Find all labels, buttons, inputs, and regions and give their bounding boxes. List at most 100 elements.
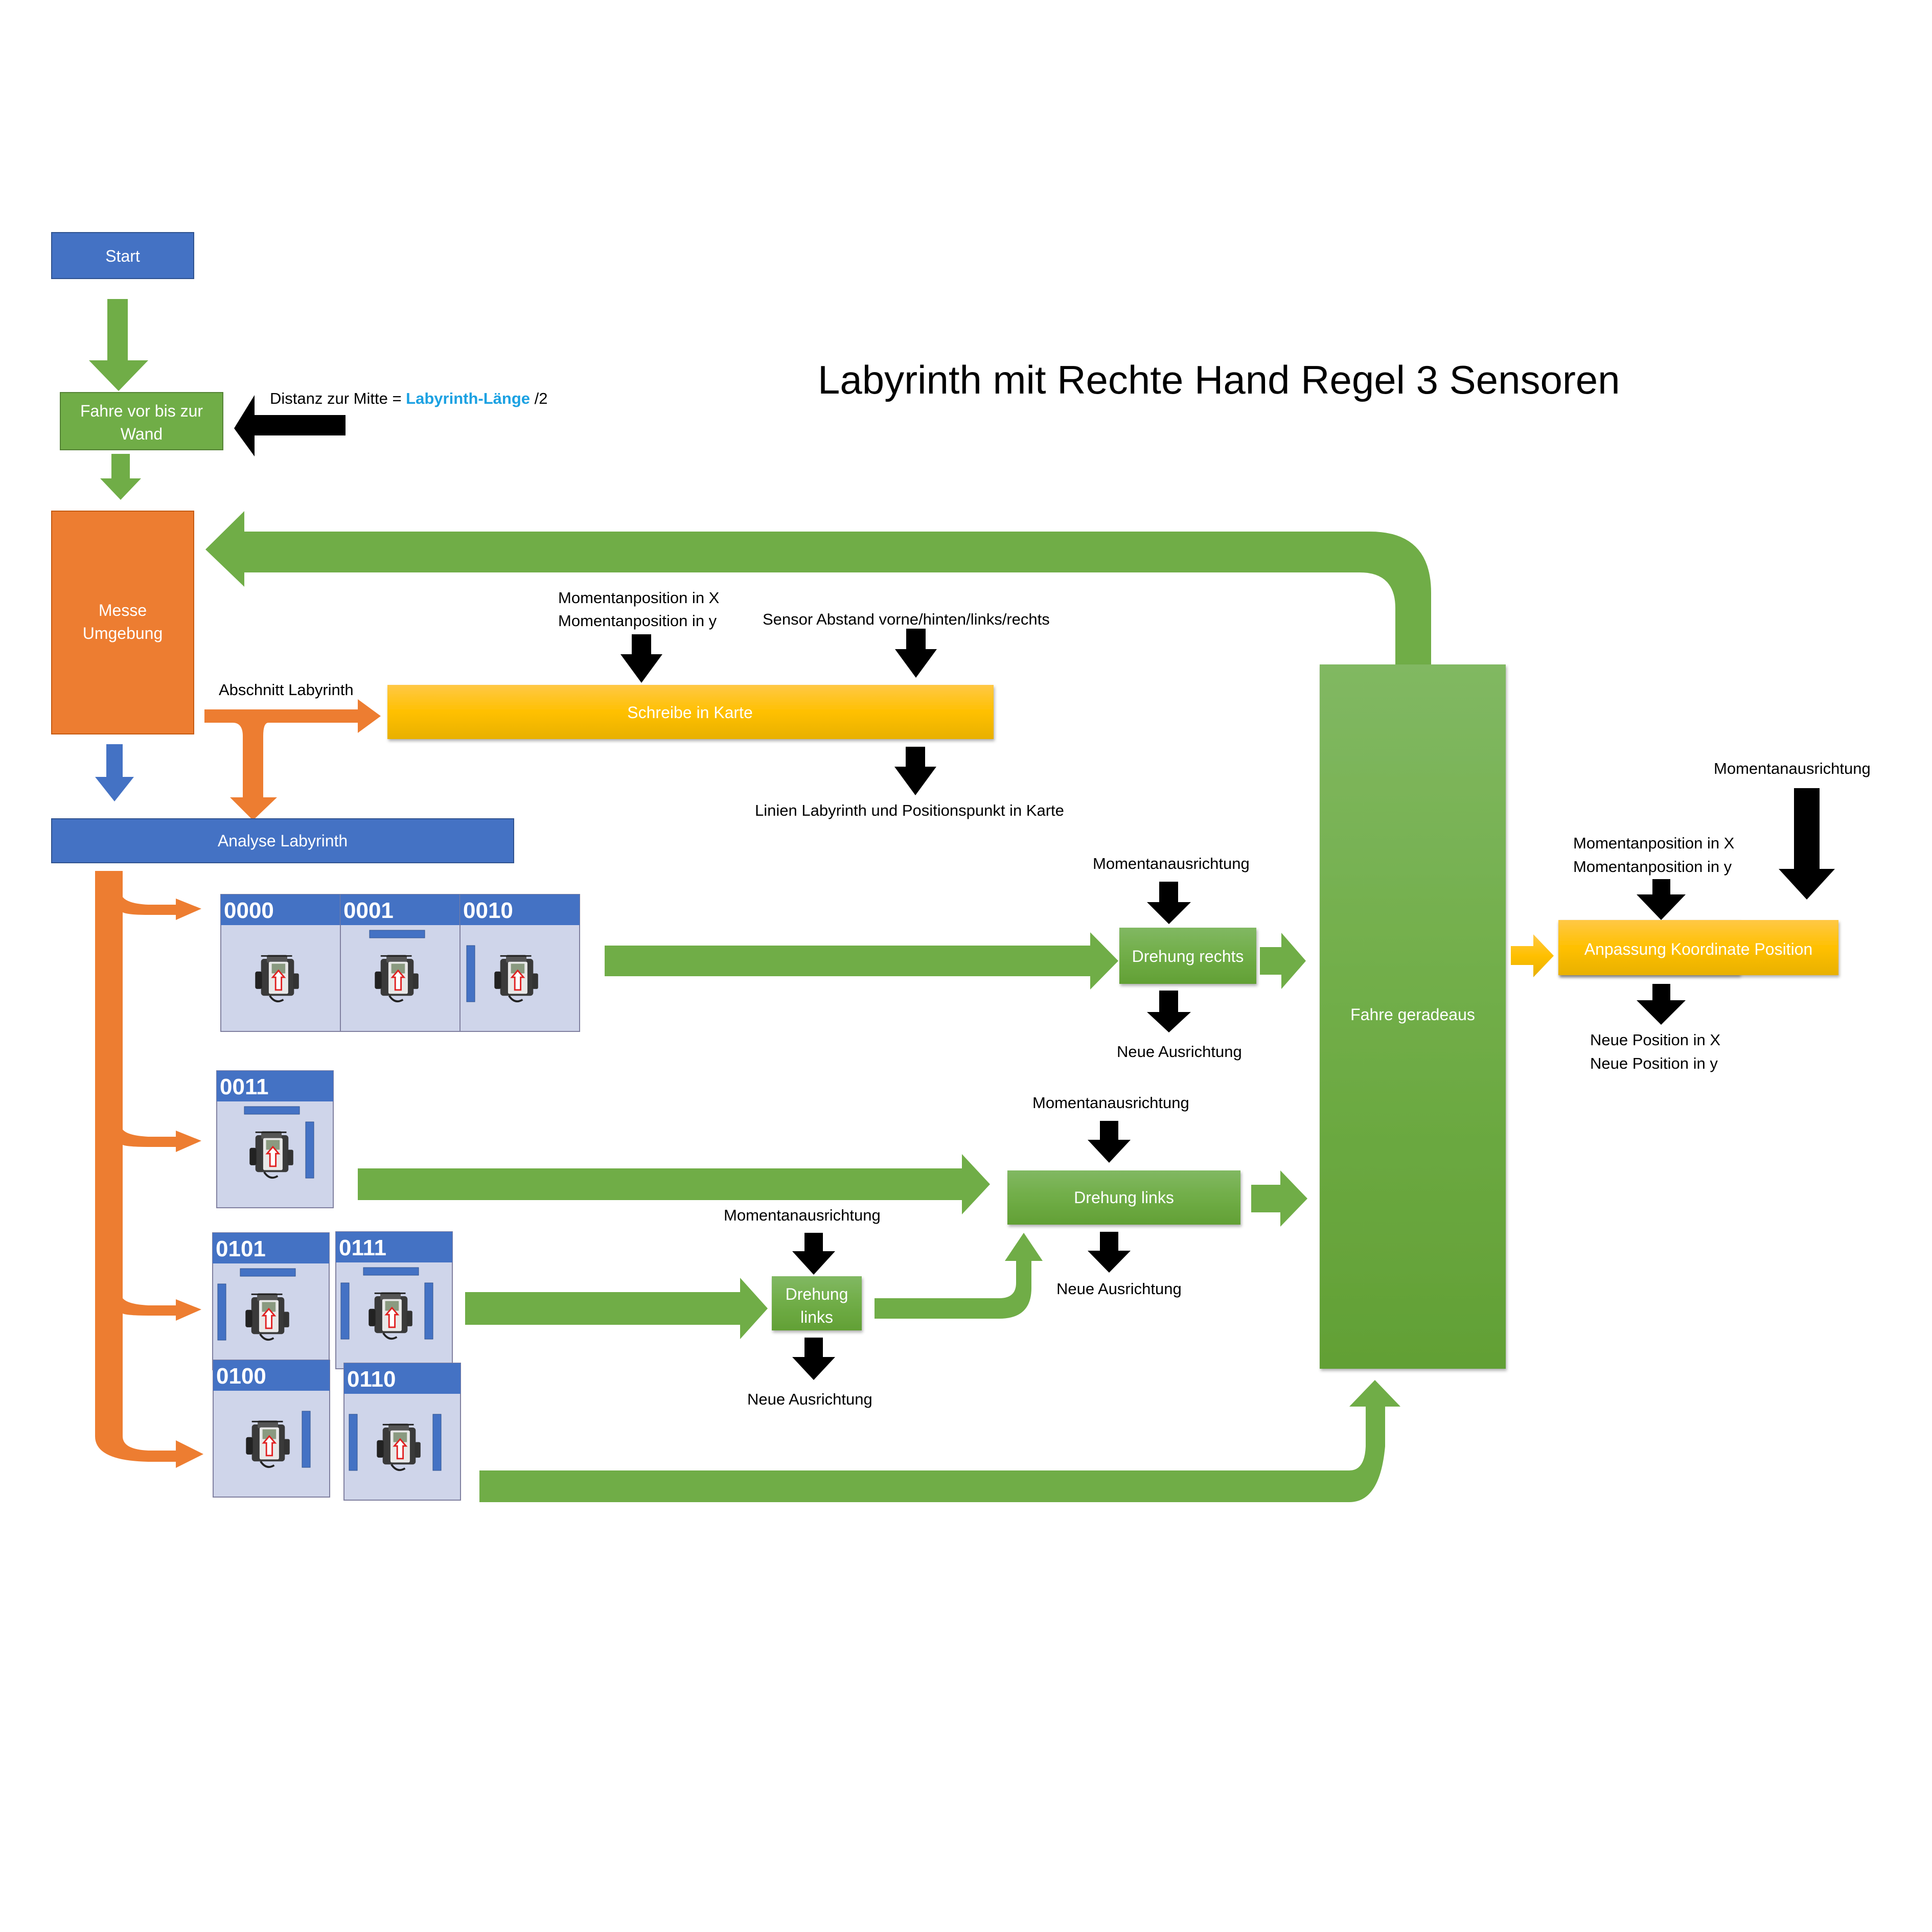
case-code: 0000	[224, 898, 274, 923]
wall-left	[349, 1414, 358, 1471]
turn-left-small-label-1: Drehung	[786, 1285, 848, 1303]
new-pos-x-label: Neue Position in X	[1590, 1031, 1720, 1049]
measure-label-2: Umgebung	[83, 624, 163, 642]
new-orientation-label: Neue Ausrichtung	[1117, 1043, 1242, 1061]
arrow-down-icon	[894, 747, 936, 795]
arrow-down-icon	[1637, 879, 1686, 920]
case-code: 0111	[339, 1235, 386, 1260]
case-cell-0100: 0100	[213, 1360, 330, 1498]
case-code: 0010	[463, 898, 513, 923]
adjust-position-label: Anpassung Koordinate Position	[1584, 940, 1813, 958]
case-cell-header	[213, 1360, 330, 1391]
curved-up-arrow-icon	[479, 1380, 1400, 1502]
map-output-label: Linien Labyrinth und Positionspunkt in K…	[755, 801, 1064, 819]
arrow-right-icon	[465, 1278, 768, 1339]
wall-right	[432, 1414, 442, 1471]
case-code: 0100	[216, 1364, 266, 1389]
arrow-down-icon	[1637, 984, 1686, 1025]
wall-right	[305, 1121, 314, 1179]
arrow-left-icon	[234, 395, 346, 456]
diagram-title: Labyrinth mit Rechte Hand Regel 3 Sensor…	[818, 357, 1620, 402]
arrow-right-icon	[605, 932, 1118, 990]
orange-branch-arrows	[95, 871, 203, 1468]
case-cell-header	[217, 1071, 333, 1101]
case-code: 0001	[343, 898, 394, 923]
case-cell-header	[460, 894, 580, 925]
start-label: Start	[105, 247, 140, 265]
drive-to-wall-label-1: Fahre vor bis zur	[80, 402, 203, 420]
robot-icon	[374, 954, 420, 1003]
arrow-down-icon	[100, 454, 141, 500]
wall-front	[244, 1106, 300, 1115]
case-cell-header	[340, 894, 460, 925]
orientation-label: Momentanausrichtung	[1093, 855, 1250, 872]
wall-right	[302, 1411, 311, 1468]
wall-right	[424, 1282, 433, 1340]
case-cell-0011: 0011	[216, 1070, 334, 1208]
case-cell-0111: 0111	[335, 1231, 453, 1369]
arrow-down-icon	[95, 744, 134, 801]
drive-straight-box: Fahre geradeaus	[1320, 664, 1506, 1369]
pos-x-label: Momentanposition in X	[558, 589, 720, 607]
robot-icon	[244, 1292, 290, 1341]
arrow-down-icon	[1779, 788, 1835, 900]
wall-left	[217, 1283, 226, 1341]
turn-left-label: Drehung links	[1074, 1188, 1174, 1207]
orientation-label: Momentanausrichtung	[1714, 760, 1871, 777]
arrow-down-icon	[792, 1338, 835, 1380]
orientation-label: Momentanausrichtung	[724, 1206, 881, 1224]
pos-y-label: Momentanposition in y	[558, 612, 717, 630]
measure-label-1: Messe	[99, 601, 147, 619]
case-cell-header	[221, 894, 340, 925]
orange-split-arrow-icon	[204, 699, 381, 820]
new-orientation-label: Neue Ausrichtung	[747, 1390, 872, 1408]
new-orientation-label: Neue Ausrichtung	[1056, 1280, 1182, 1298]
arrow-down-icon	[89, 299, 148, 391]
arrow-down-icon	[1088, 1121, 1131, 1163]
wall-front	[363, 1267, 419, 1276]
arrow-down-icon	[792, 1233, 835, 1275]
distance-label: Distanz zur Mitte = Labyrinth-Länge /2	[270, 389, 547, 407]
sensor-label: Sensor Abstand vorne/hinten/links/rechts	[763, 610, 1050, 628]
wall-left	[466, 945, 475, 1002]
arrow-down-icon	[1147, 991, 1191, 1032]
orientation-label: Momentanausrichtung	[1032, 1094, 1189, 1112]
drive-to-wall-box: Fahre vor bis zur Wand	[60, 392, 223, 450]
case-code: 0011	[220, 1074, 268, 1099]
robot-icon	[248, 1130, 294, 1179]
write-map-box: Schreibe in Karte	[387, 685, 994, 739]
robot-icon	[376, 1422, 422, 1471]
case-cells: 0000 0001 0010 0011 0101 0111 0100 0110	[212, 894, 580, 1501]
turn-right-label: Drehung rechts	[1132, 947, 1244, 965]
wall-front	[240, 1268, 296, 1277]
adjust-position-box: Anpassung Koordinate Position	[1558, 920, 1838, 975]
case-code: 0110	[347, 1367, 396, 1392]
turn-left-box: Drehung links	[1007, 1170, 1240, 1225]
analyse-label: Analyse Labyrinth	[218, 832, 348, 850]
case-cell-0101: 0101	[212, 1232, 330, 1370]
drive-straight-label: Fahre geradeaus	[1350, 1005, 1475, 1024]
robot-icon	[245, 1419, 291, 1468]
robot-icon	[493, 954, 539, 1003]
arrow-down-icon	[1147, 882, 1191, 924]
case-code: 0101	[216, 1236, 266, 1261]
case-cell-0110: 0110	[343, 1363, 461, 1501]
turn-right-box: Drehung rechts	[1119, 928, 1256, 984]
analyse-box: Analyse Labyrinth	[51, 818, 514, 863]
arrow-right-icon	[1251, 1170, 1307, 1227]
case-cell-0000: 0000	[220, 894, 341, 1032]
start-box: Start	[51, 232, 194, 279]
drive-to-wall-label-2: Wand	[121, 425, 163, 443]
arrow-right-icon	[1511, 934, 1554, 977]
robot-icon	[367, 1291, 413, 1340]
case-cell-header	[344, 1363, 461, 1394]
measure-environment-box: Messe Umgebung	[51, 511, 194, 734]
arrow-down-icon	[1088, 1232, 1131, 1273]
turn-left-small-label-2: links	[800, 1308, 833, 1326]
section-label: Abschnitt Labyrinth	[219, 681, 354, 699]
arrow-down-icon	[895, 629, 937, 678]
arrow-down-icon	[620, 634, 662, 683]
pos-y-label: Momentanposition in y	[1573, 858, 1732, 876]
pos-x-label: Momentanposition in X	[1573, 834, 1735, 852]
